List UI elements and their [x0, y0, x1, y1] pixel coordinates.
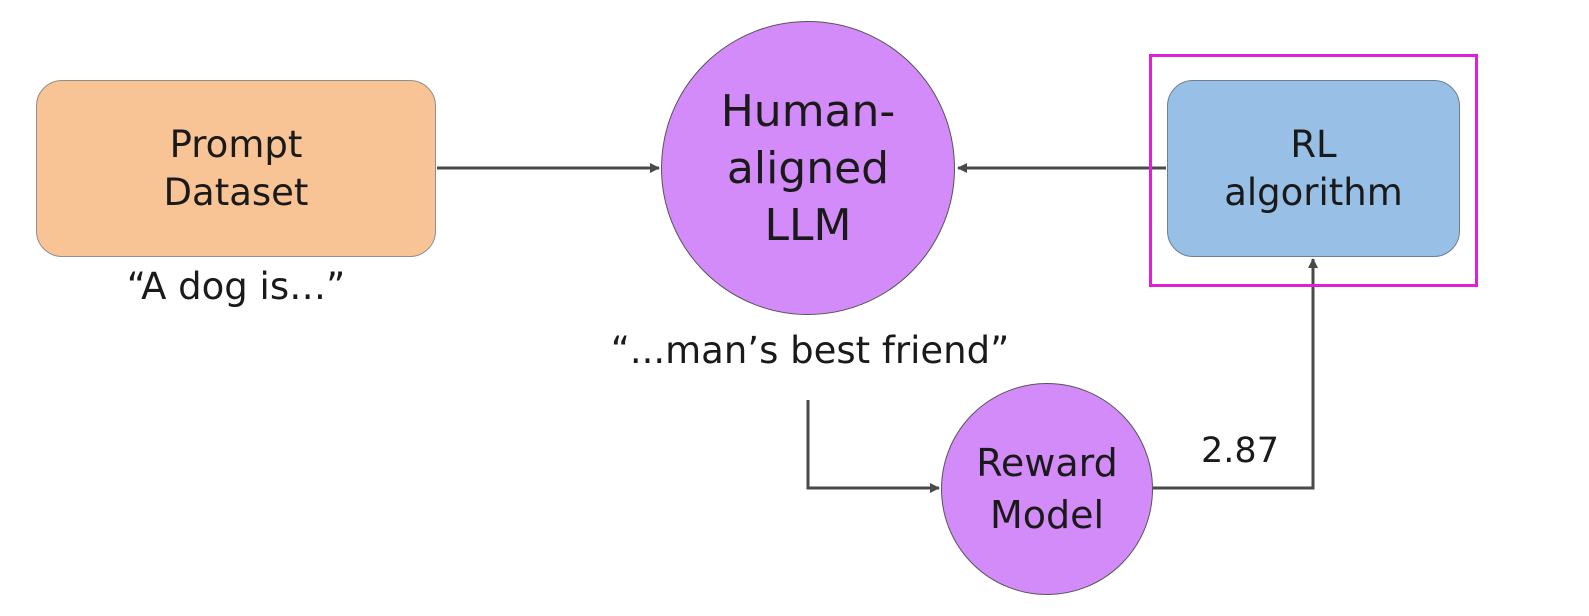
llm-label-line-3: LLM: [764, 199, 852, 251]
rl-label-line-2: algorithm: [1224, 170, 1403, 214]
human-aligned-llm-node: Human- aligned LLM: [661, 21, 955, 315]
completion-example-text: “...man’s best friend”: [610, 329, 1010, 372]
prompt-example-text: “A dog is…”: [126, 265, 346, 308]
prompt-dataset-node: Prompt Dataset: [36, 80, 436, 257]
arrow-completion-to-reward: [806, 400, 940, 493]
llm-label-line-2: aligned: [726, 142, 890, 194]
prompt-dataset-label-line-1: Prompt: [169, 122, 303, 166]
rl-label-line-1: RL: [1290, 122, 1337, 166]
reward-label-line-2: Model: [989, 493, 1105, 537]
arrow-reward-to-rl: [1153, 258, 1318, 490]
prompt-dataset-label-line-2: Dataset: [163, 170, 309, 214]
rl-algorithm-node: RL algorithm: [1167, 80, 1460, 257]
reward-label-line-1: Reward: [976, 441, 1118, 485]
rl-highlight-box: [1149, 54, 1478, 287]
reward-model-node: Reward Model: [941, 383, 1153, 595]
llm-label-line-1: Human-: [720, 85, 896, 137]
reward-score-value: 2.87: [1201, 431, 1279, 471]
